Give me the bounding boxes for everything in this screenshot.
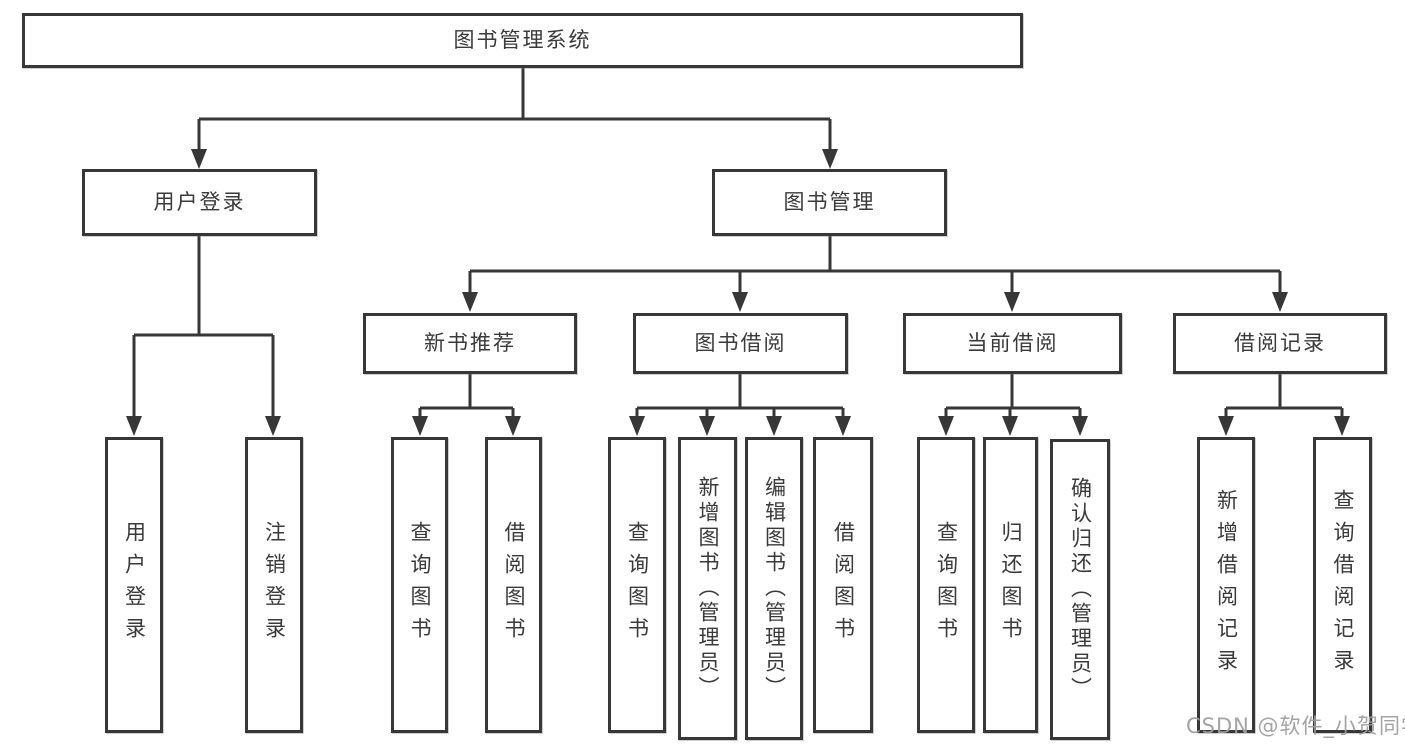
node-book-borrowing: 图书借阅 bbox=[633, 313, 848, 374]
leaf-borrow-books: 借阅图书 bbox=[813, 437, 873, 733]
leaf-recommend-query-books: 查询图书 bbox=[391, 437, 448, 733]
leaf-recommend-borrow-books: 借阅图书 bbox=[485, 437, 542, 733]
node-book-management: 图书管理 bbox=[712, 169, 947, 236]
leaf-add-borrow-record: 新增借阅记录 bbox=[1197, 437, 1255, 733]
leaf-logout: 注销登录 bbox=[245, 437, 303, 733]
leaf-query-borrow-record: 查询借阅记录 bbox=[1313, 437, 1372, 733]
leaf-current-query-books: 查询图书 bbox=[917, 437, 975, 733]
leaf-edit-books-admin: 编辑图书（管理员） bbox=[745, 437, 803, 740]
node-user-login: 用户登录 bbox=[82, 169, 317, 236]
node-library-system: 图书管理系统 bbox=[22, 13, 1023, 68]
leaf-add-books-admin: 新增图书（管理员） bbox=[678, 437, 737, 740]
leaf-confirm-return-admin: 确认归还（管理员） bbox=[1050, 439, 1110, 740]
node-current-borrowing: 当前借阅 bbox=[903, 313, 1122, 374]
leaf-user-login: 用户登录 bbox=[105, 437, 163, 733]
node-borrow-records: 借阅记录 bbox=[1173, 313, 1387, 374]
leaf-borrowing-query-books: 查询图书 bbox=[608, 437, 666, 733]
csdn-watermark: CSDN @软件_小贺同学 bbox=[1186, 714, 1405, 738]
node-new-book-recommend: 新书推荐 bbox=[363, 313, 577, 374]
leaf-return-books: 归还图书 bbox=[983, 437, 1038, 733]
